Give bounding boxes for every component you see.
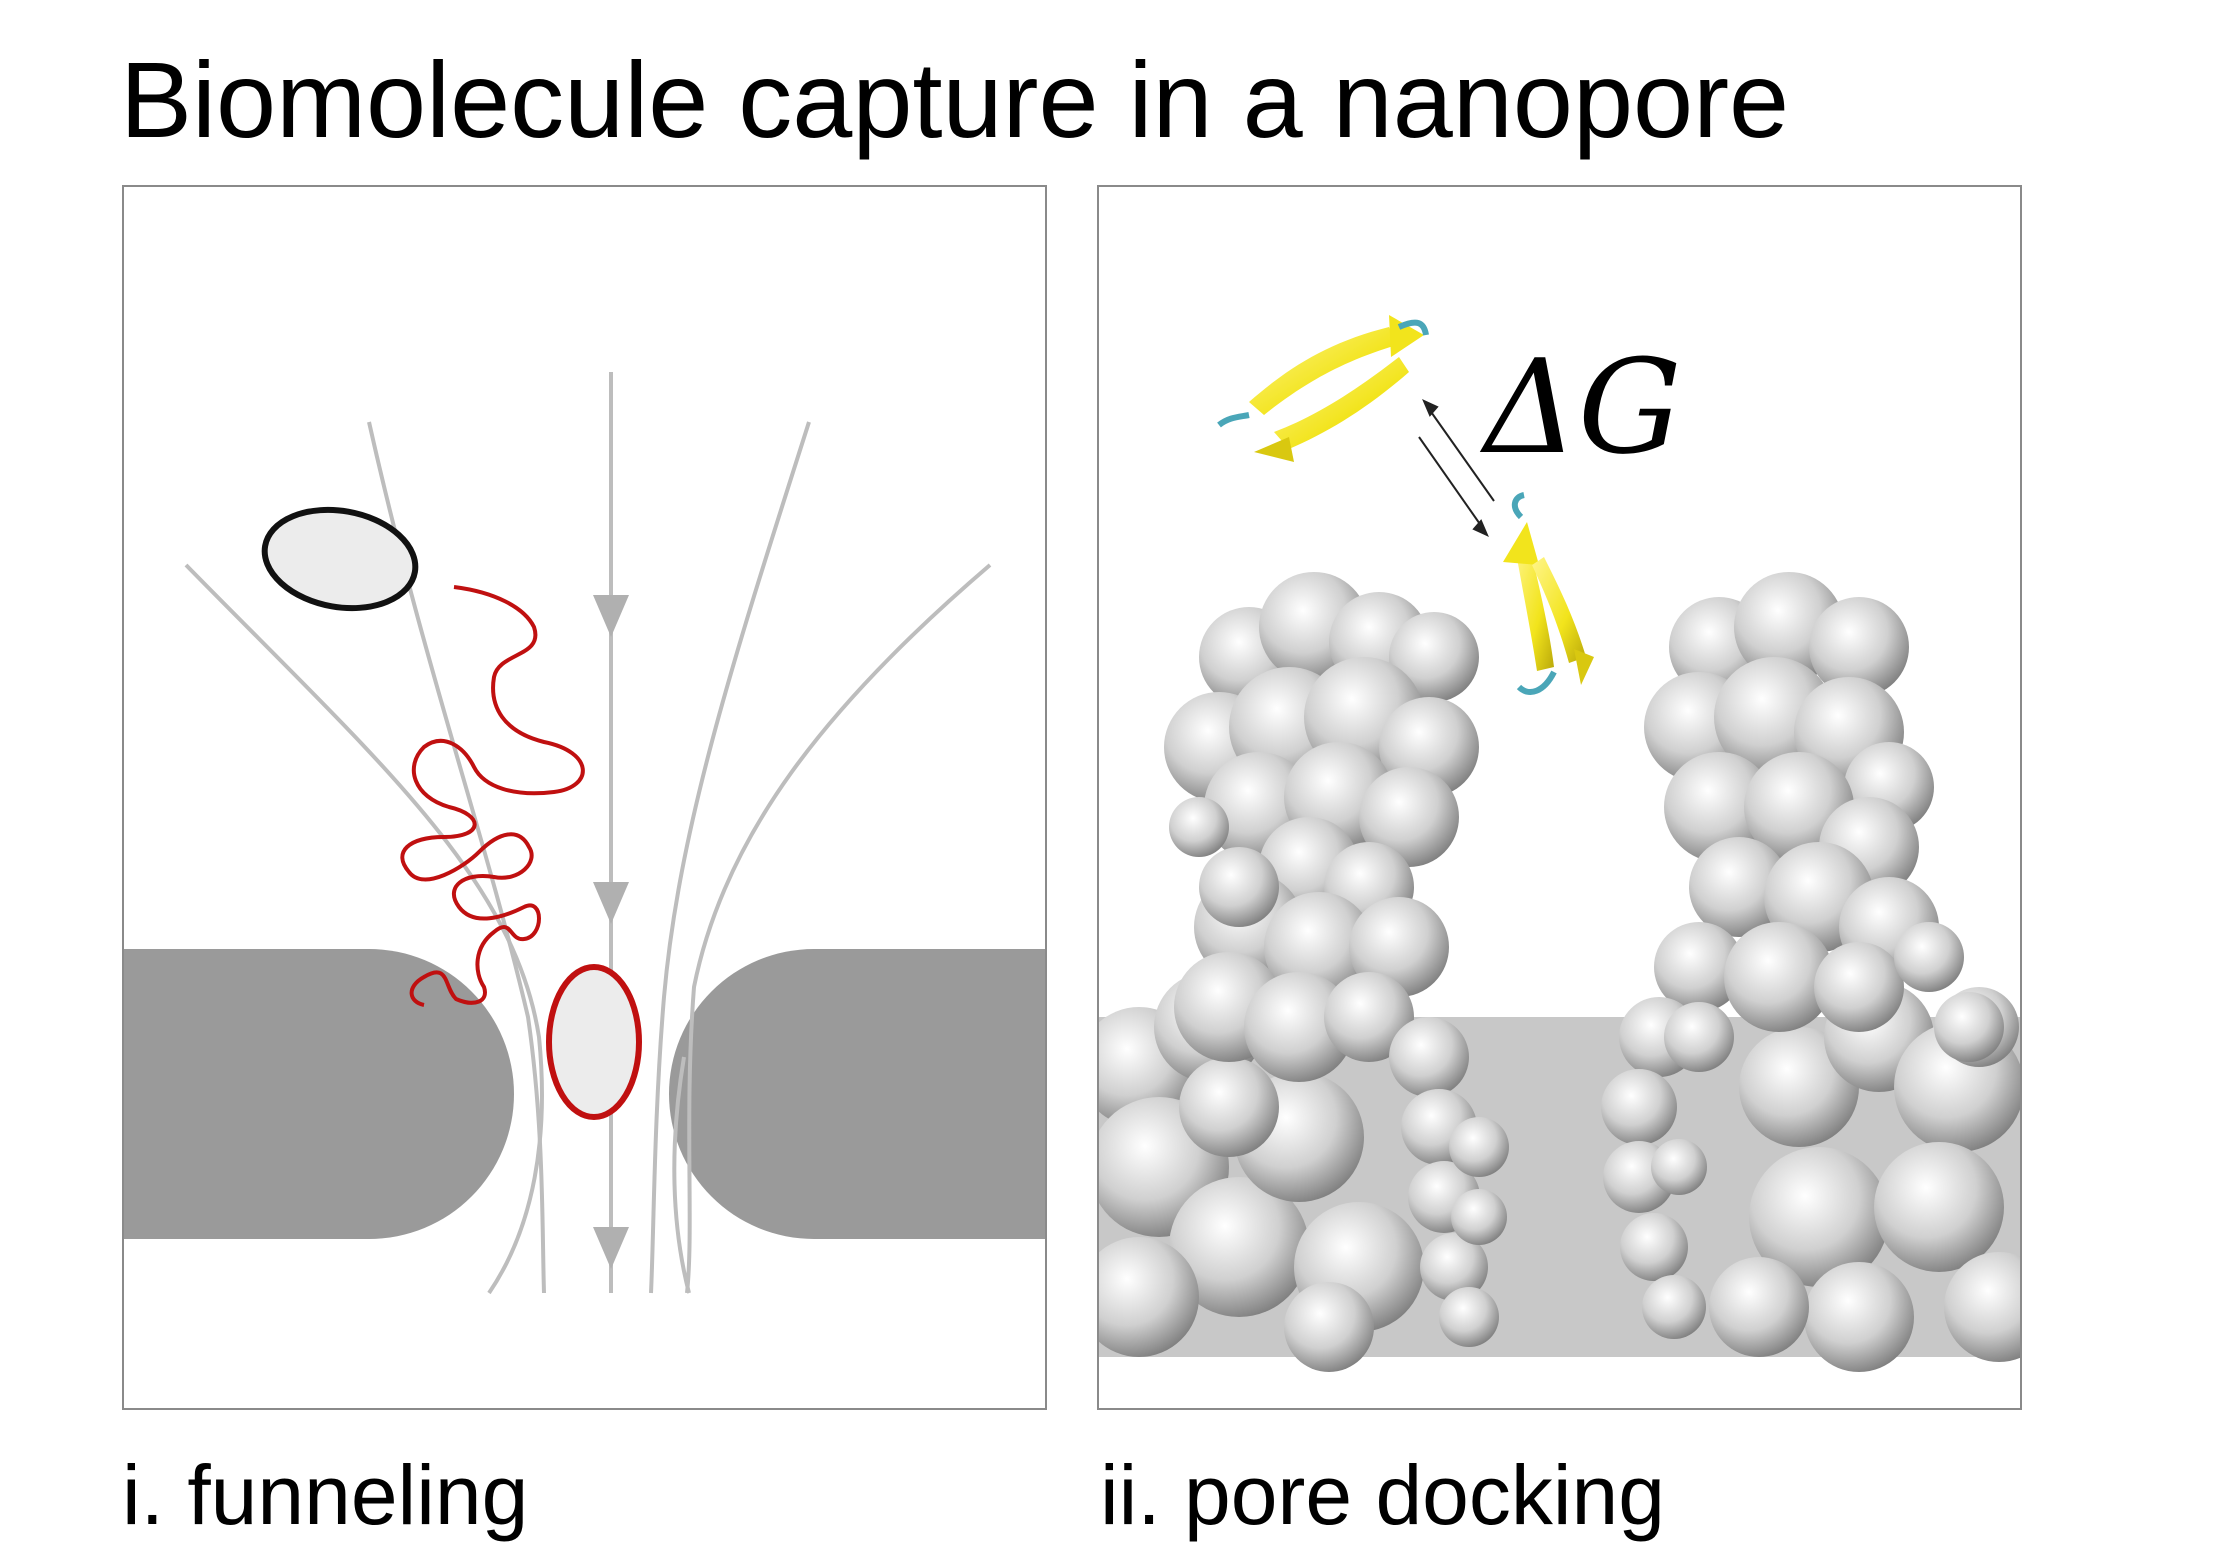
field-line	[367, 421, 546, 1294]
pore-wall-left	[1164, 572, 1509, 1347]
membrane-left	[124, 949, 514, 1239]
membrane-right	[669, 949, 1045, 1239]
captured-molecule	[546, 964, 642, 1120]
field-line	[649, 421, 811, 1294]
free-protein-structure	[1217, 315, 1429, 462]
caption-pore-docking: ii. pore docking	[1100, 1448, 1665, 1542]
field-line	[184, 563, 544, 1295]
docking-protein-structure	[1503, 492, 1594, 695]
pore-wall-right	[1601, 572, 2004, 1339]
funneling-panel	[122, 185, 1047, 1410]
funneling-diagram	[124, 372, 1045, 1295]
field-line	[672, 1056, 691, 1294]
arrow-head	[1422, 399, 1439, 417]
field-arrow-head	[593, 1227, 629, 1269]
free-molecule	[261, 506, 419, 612]
pore-docking-panel: ΔG	[1097, 185, 2022, 1410]
field-arrow-head	[593, 882, 629, 924]
equilibrium-arrows	[1418, 399, 1495, 537]
field-line	[685, 563, 992, 1294]
field-arrow-head	[593, 595, 629, 637]
field-arrows	[593, 595, 629, 1269]
caption-funneling: i. funneling	[122, 1448, 529, 1542]
arrow-head	[1472, 519, 1489, 537]
free-energy-label: ΔG	[1484, 331, 1682, 483]
field-lines	[184, 372, 992, 1295]
figure-title: Biomolecule capture in a nanopore	[120, 39, 1790, 160]
polymer-chain	[400, 585, 585, 1007]
pore-docking-diagram	[1099, 315, 2020, 1372]
